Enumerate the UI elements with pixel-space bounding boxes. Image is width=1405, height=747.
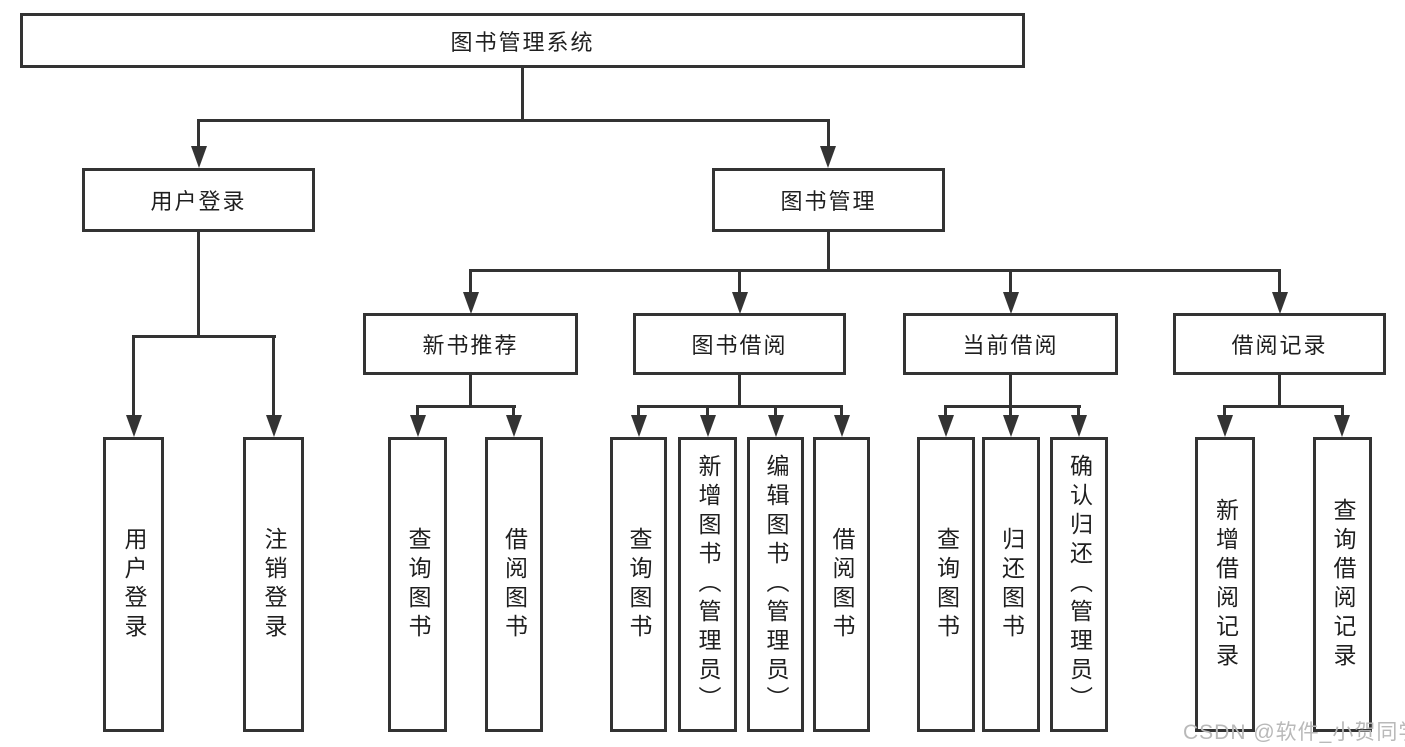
- csdn-watermark: CSDN @软件_小贺同学: [1183, 721, 1405, 744]
- connector-to-leaf: [1009, 405, 1012, 416]
- node-current-borrow-label: 当前借阅: [962, 333, 1059, 358]
- node-root-label: 图书管理系统: [450, 29, 595, 55]
- arrowhead-down-icon: [266, 415, 282, 437]
- leaf-user-login-label: 用户登录: [121, 526, 147, 643]
- node-root: 图书管理系统: [20, 13, 1025, 68]
- arrowhead-down-icon: [410, 415, 426, 437]
- node-new-book-recommend: 新书推荐: [363, 313, 578, 375]
- connector-book-borrow-stem: [738, 375, 741, 408]
- connector-book-management-crossbar: [469, 269, 1281, 272]
- arrowhead-down-icon: [463, 292, 479, 314]
- node-new-book-recommend-label: 新书推荐: [422, 333, 519, 358]
- connector-to-leaf: [512, 405, 515, 416]
- arrowhead-down-icon: [1217, 415, 1233, 437]
- leaf-borrow-borrow-book: 借阅图书: [813, 437, 870, 732]
- connector-to-leaf: [416, 405, 419, 416]
- connector-to-leaf: [1077, 405, 1080, 416]
- connector-root-stem: [521, 68, 524, 122]
- arrowhead-down-icon: [1071, 415, 1087, 437]
- arrowhead-down-icon: [631, 415, 647, 437]
- leaf-records-query-record-label: 查询借阅记录: [1330, 497, 1356, 672]
- connector-to-leaf: [706, 405, 709, 416]
- arrowhead-down-icon: [1334, 415, 1350, 437]
- leaf-logout-label: 注销登录: [261, 526, 287, 643]
- leaf-records-add-record-label: 新增借阅记录: [1212, 497, 1239, 672]
- connector-to-borrow-records: [1278, 269, 1281, 293]
- connector-new-book-crossbar: [416, 405, 516, 408]
- connector-user-login-stem: [197, 232, 200, 338]
- connector-borrow-records-crossbar: [1223, 405, 1344, 408]
- leaf-records-add-record: 新增借阅记录: [1195, 437, 1255, 732]
- leaf-borrow-add-book-admin-label: 新增图书（管理员）: [695, 454, 721, 715]
- node-book-management-label: 图书管理: [780, 189, 877, 214]
- leaf-newbook-query-book-label: 查询图书: [405, 526, 431, 643]
- arrowhead-down-icon: [732, 292, 748, 314]
- leaf-logout: 注销登录: [243, 437, 304, 732]
- connector-to-leaf: [1341, 405, 1344, 416]
- leaf-user-login: 用户登录: [103, 437, 164, 732]
- leaf-records-query-record: 查询借阅记录: [1313, 437, 1372, 732]
- connector-book-borrow-crossbar: [637, 405, 843, 408]
- connector-borrow-records-stem: [1278, 375, 1281, 408]
- connector-current-borrow-stem: [1009, 375, 1012, 408]
- connector-current-borrow-crossbar: [944, 405, 1081, 408]
- connector-to-leaf-logout: [272, 335, 275, 416]
- connector-to-current-borrow: [1009, 269, 1012, 293]
- leaf-current-confirm-return-admin: 确认归还（管理员）: [1050, 437, 1108, 732]
- leaf-borrow-edit-book-admin-label: 编辑图书（管理员）: [763, 454, 789, 715]
- connector-to-leaf: [637, 405, 640, 416]
- node-book-management: 图书管理: [712, 168, 945, 232]
- leaf-borrow-query-book-label: 查询图书: [626, 526, 652, 643]
- arrowhead-down-icon: [820, 146, 836, 168]
- connector-new-book-stem: [469, 375, 472, 408]
- node-current-borrow: 当前借阅: [903, 313, 1118, 375]
- leaf-current-query-book-label: 查询图书: [933, 526, 960, 643]
- leaf-current-return-book: 归还图书: [982, 437, 1040, 732]
- connector-book-management-stem: [827, 232, 830, 272]
- arrowhead-down-icon: [191, 146, 207, 168]
- connector-to-leaf-user-login: [132, 335, 135, 416]
- connector-to-book-borrow: [738, 269, 741, 293]
- leaf-borrow-edit-book-admin: 编辑图书（管理员）: [747, 437, 804, 732]
- connector-user-login-crossbar: [132, 335, 276, 338]
- arrowhead-down-icon: [700, 415, 716, 437]
- connector-to-book-management: [827, 119, 830, 147]
- leaf-current-confirm-return-admin-label: 确认归还（管理员）: [1066, 454, 1093, 715]
- connector-to-new-book: [469, 269, 472, 293]
- node-borrow-records: 借阅记录: [1173, 313, 1386, 375]
- leaf-borrow-add-book-admin: 新增图书（管理员）: [678, 437, 737, 732]
- leaf-current-return-book-label: 归还图书: [998, 526, 1025, 643]
- leaf-newbook-borrow-book: 借阅图书: [485, 437, 543, 732]
- leaf-current-query-book: 查询图书: [917, 437, 975, 732]
- connector-to-leaf: [1223, 405, 1226, 416]
- connector-to-leaf: [944, 405, 947, 416]
- node-book-borrow-label: 图书借阅: [691, 333, 788, 358]
- node-borrow-records-label: 借阅记录: [1231, 333, 1328, 358]
- node-user-login-label: 用户登录: [150, 189, 247, 214]
- connector-root-crossbar: [197, 119, 830, 122]
- leaf-newbook-query-book: 查询图书: [388, 437, 447, 732]
- arrowhead-down-icon: [1003, 292, 1019, 314]
- arrowhead-down-icon: [506, 415, 522, 437]
- leaf-newbook-borrow-book-label: 借阅图书: [501, 526, 528, 643]
- leaf-borrow-query-book: 查询图书: [610, 437, 667, 732]
- arrowhead-down-icon: [126, 415, 142, 437]
- arrowhead-down-icon: [1003, 415, 1019, 437]
- connector-to-user-login: [197, 119, 200, 147]
- node-user-login: 用户登录: [82, 168, 315, 232]
- arrowhead-down-icon: [938, 415, 954, 437]
- arrowhead-down-icon: [1272, 292, 1288, 314]
- connector-to-leaf: [840, 405, 843, 416]
- leaf-borrow-borrow-book-label: 借阅图书: [829, 526, 855, 643]
- connector-to-leaf: [774, 405, 777, 416]
- arrowhead-down-icon: [834, 415, 850, 437]
- node-book-borrow: 图书借阅: [633, 313, 846, 375]
- arrowhead-down-icon: [768, 415, 784, 437]
